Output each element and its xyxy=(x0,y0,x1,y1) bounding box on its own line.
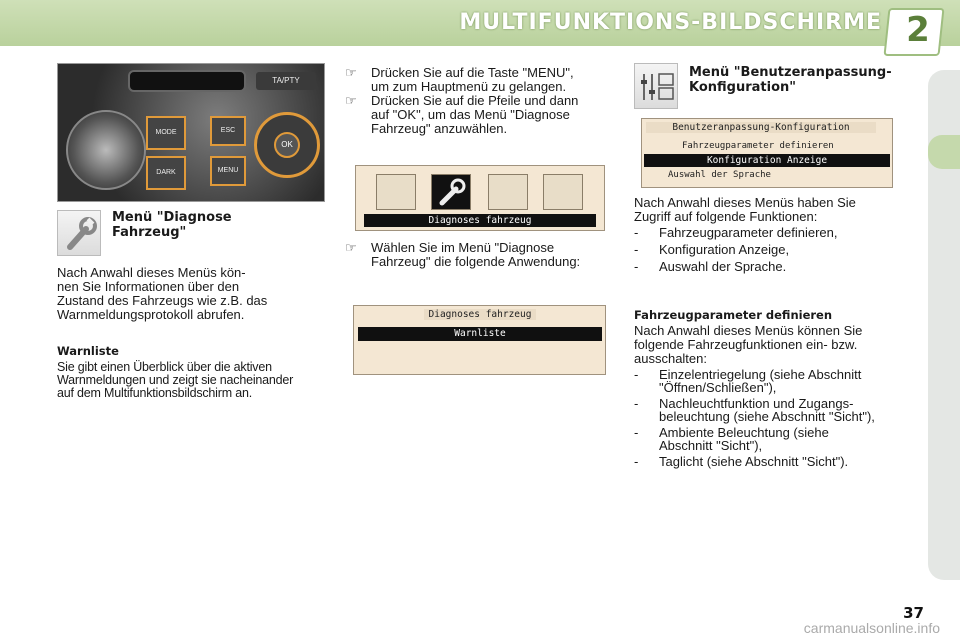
function-item: -Konfiguration Anzeige, xyxy=(634,242,790,257)
warnliste-line: auf dem Multifunktionsbildschirm an. xyxy=(57,386,252,400)
main-menu-selected-label: Diagnoses fahrzeug xyxy=(364,214,596,227)
params-item: - Taglicht (siehe Abschnitt "Sicht"). xyxy=(634,454,849,469)
instruction-menu: ☞ Drücken Sie auf die Taste "MENU", um z… xyxy=(345,65,574,94)
function-item: -Auswahl der Sprache. xyxy=(634,259,787,274)
diagnose-screen: Diagnoses fahrzeug Warnliste xyxy=(353,305,606,375)
config-intro-line: Zugriff auf folgende Funktionen: xyxy=(634,209,818,224)
params-intro-line: folgende Fahrzeugfunktionen ein- bzw. xyxy=(634,337,858,352)
wrench-icon xyxy=(439,178,466,206)
function-item: -Fahrzeugparameter definieren, xyxy=(634,225,838,240)
config-intro-line: Nach Anwahl dieses Menüs haben Sie xyxy=(634,195,856,210)
diagnose-screen-title: Diagnoses fahrzeug xyxy=(424,309,536,320)
diagnose-para-line: Warnmeldungsprotokoll abrufen. xyxy=(57,307,245,322)
diagnose-para-line: Nach Anwahl dieses Menüs kön- xyxy=(57,265,246,280)
params-intro-line: ausschalten: xyxy=(634,351,707,366)
warnliste-heading: Warnliste xyxy=(57,344,119,358)
instruction-select: ☞ Wählen Sie im Menü "Diagnose Fahrzeug"… xyxy=(345,240,581,269)
settings-tile xyxy=(488,174,528,210)
config-screen-title: Benutzeranpassung-Konfiguration xyxy=(646,122,876,133)
dark-button: DARK xyxy=(146,156,186,190)
settings-sliders-icon xyxy=(634,63,678,109)
music-tile xyxy=(376,174,416,210)
warnliste-item: Warnliste xyxy=(358,327,602,341)
esc-button: ESC xyxy=(210,116,246,146)
pointing-hand-icon: ☞ xyxy=(345,93,357,108)
config-screen-item: Fahrzeugparameter definieren xyxy=(682,141,834,151)
arrow-pad xyxy=(254,112,320,178)
config-heading-line2: Konfiguration" xyxy=(689,80,797,95)
ta-button: TA/PTY xyxy=(256,72,316,90)
params-item: - Einzelentriegelung (siehe Abschnitt "Ö… xyxy=(634,367,862,395)
params-heading: Fahrzeugparameter definieren xyxy=(634,308,833,322)
diagnose-heading-line2: Fahrzeug" xyxy=(112,225,187,240)
diagnose-tile xyxy=(431,174,471,210)
cd-slot xyxy=(128,70,246,92)
phone-tile xyxy=(543,174,583,210)
main-menu-screen: Diagnoses fahrzeug xyxy=(355,165,605,231)
config-screen-item-selected: Konfiguration Anzeige xyxy=(644,154,890,167)
config-heading-line1: Menü "Benutzeranpassung- xyxy=(689,65,892,80)
instruction-arrows: ☞ Drücken Sie auf die Pfeile und dann au… xyxy=(345,93,579,136)
chapter-marker xyxy=(928,135,960,169)
dashboard-photo: TA/PTY MODE DARK ESC MENU OK xyxy=(57,63,325,202)
config-screen: Benutzeranpassung-Konfiguration Fahrzeug… xyxy=(641,118,893,188)
chapter-number: 2 xyxy=(906,10,930,50)
page-number: 37 xyxy=(903,604,924,622)
config-screen-item: Auswahl der Sprache xyxy=(668,170,771,180)
diagnose-para-line: Zustand des Fahrzeugs wie z.B. das xyxy=(57,293,268,308)
ok-button: OK xyxy=(274,132,300,158)
menu-button: MENU xyxy=(210,156,246,186)
header-band xyxy=(0,0,960,46)
params-intro-line: Nach Anwahl dieses Menüs können Sie xyxy=(634,323,863,338)
warnliste-line: Warnmeldungen und zeigt sie nacheinander xyxy=(57,373,294,387)
mode-button: MODE xyxy=(146,116,186,150)
volume-knob xyxy=(66,110,146,190)
pointing-hand-icon: ☞ xyxy=(345,65,357,80)
diagnose-heading-line1: Menü "Diagnose xyxy=(112,210,232,225)
warnliste-line: Sie gibt einen Überblick über die aktive… xyxy=(57,360,272,374)
page-title: MULTIFUNKTIONS-BILDSCHIRME xyxy=(459,10,882,35)
diagnose-para-line: nen Sie Informationen über den xyxy=(57,279,240,294)
watermark: carmanualsonline.info xyxy=(803,620,940,636)
wrench-icon xyxy=(57,210,101,256)
params-item: - Ambiente Beleuchtung (siehe Abschnitt … xyxy=(634,425,829,453)
pointing-hand-icon: ☞ xyxy=(345,240,357,255)
params-item: - Nachleuchtfunktion und Zugangs- beleuc… xyxy=(634,396,875,424)
